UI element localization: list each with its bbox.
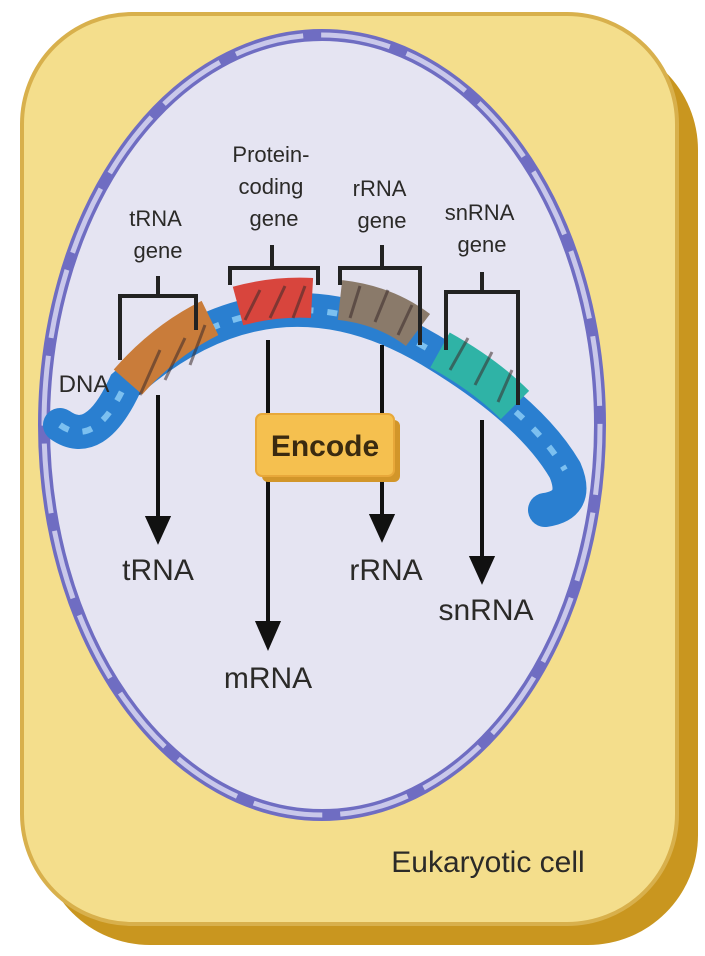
product-label-snrna: snRNA [438,594,533,627]
cell-label: Eukaryotic cell [391,846,584,879]
product-label-trna: tRNA [122,554,194,587]
dna-label: DNA [59,371,110,398]
product-label-mrna: mRNA [224,662,312,695]
product-label-rrna: rRNA [349,554,422,587]
encode-label: Encode [271,430,379,463]
